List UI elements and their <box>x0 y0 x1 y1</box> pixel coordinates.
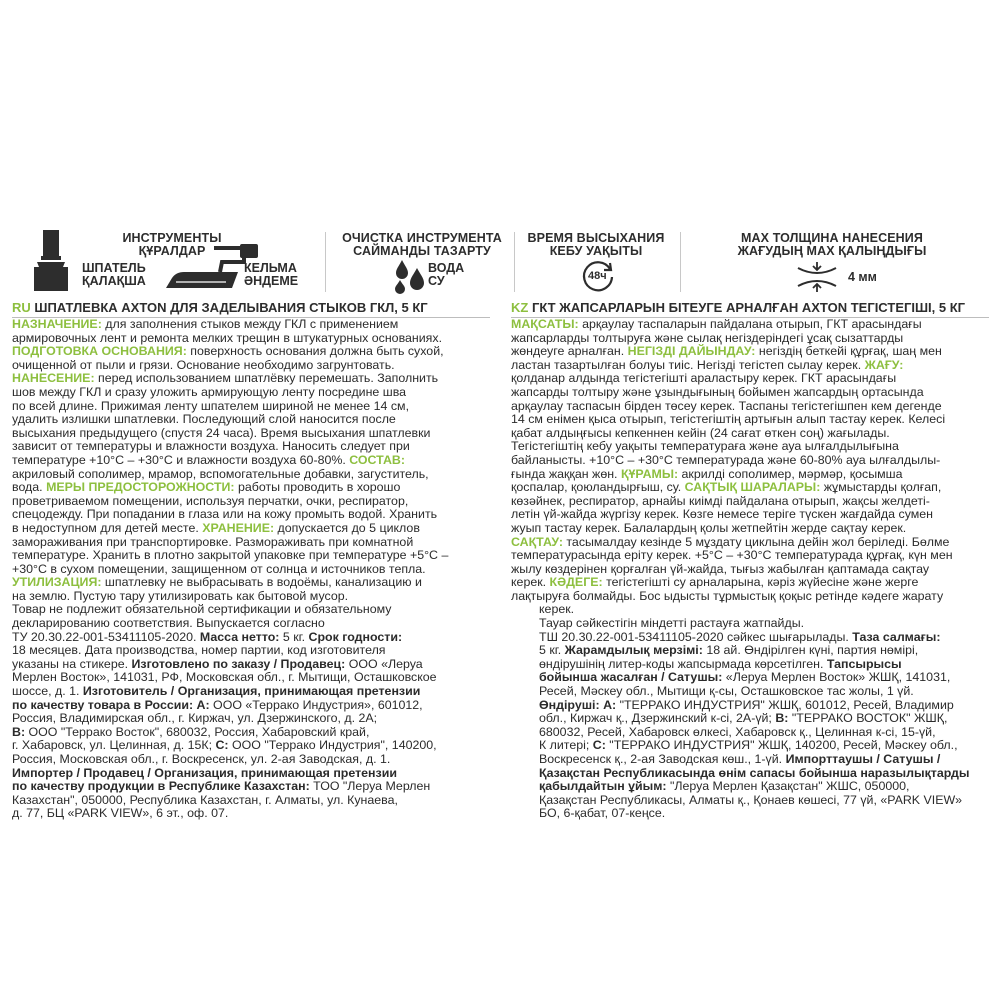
text-line: САҚТАУ: тасымалдау кезінде 5 мұздату цик… <box>511 534 950 549</box>
text-line: К литері; С: "ТЕРРАКО ИНДУСТРИЯ" ЖШҚ, 14… <box>539 738 958 753</box>
text-line: очищенной от пыли и грязи. Основание нео… <box>12 357 395 372</box>
drying-time-value: 48ч <box>588 270 607 282</box>
divider <box>680 232 681 292</box>
ru-title: RU ШПАТЛЕВКА AXTON ДЛЯ ЗАДЕЛЫВАНИЯ СТЫКО… <box>12 300 428 315</box>
text-line: температуре +10°С – +30°С и влажности во… <box>12 452 405 467</box>
text-line: высыхания предыдущего (спустя 24 часа). … <box>12 425 431 440</box>
text-line: 680032, Ресей, Хабаровск өлкесі, Хабаров… <box>539 724 936 739</box>
text-line: көзәйнек, респиратор, арнайы киімді пайд… <box>511 493 930 508</box>
text-line: қабылдайтын ұйым: "Леруа Мерлен Қазақста… <box>539 779 910 794</box>
text-line: температуре. Хранить в плотно закрытой у… <box>12 548 449 563</box>
text-line: байланысты. +10°С – +30°С температурада … <box>511 452 941 467</box>
text-line: шов между ГКЛ и сразу уложить армирующую… <box>12 384 407 399</box>
kz-title-rule <box>511 317 989 318</box>
text-line: г. Хабаровск, ул. Целинная, д. 15К; С: О… <box>12 738 437 753</box>
text-line: В: ООО "Террако Восток", 680032, Россия,… <box>12 724 370 739</box>
text-line: бойынша жасалған / Сатушы: «Леруа Мерлен… <box>539 670 951 685</box>
text-line: Товар не подлежит обязательной сертифика… <box>12 602 392 617</box>
text-line: ТШ 20.30.22-001-53411105-2020 сәйкес шығ… <box>539 629 941 644</box>
water-drops-icon <box>395 260 424 294</box>
kz-title: KZ ГКТ ЖАПСАРЛАРЫН БІТЕУГЕ АРНАЛҒАН AXTO… <box>511 300 966 315</box>
text-line: Қазақстан Республикасы, Алматы қ., Қонае… <box>539 792 963 807</box>
text-line: жылу көздерінен қорғалған үй-жайда, тығы… <box>511 561 930 576</box>
text-line: арқаулау таспасын бірден төсеу керек. Та… <box>511 398 942 413</box>
thickness-value: 4 мм <box>848 270 877 284</box>
divider <box>325 232 326 292</box>
text-line: на землю. Пустую тару утилизировать как … <box>12 588 349 603</box>
text-line: ТУ 20.30.22-001-53411105-2020. Масса нет… <box>12 629 403 644</box>
text-line: Казахстан", 050000, Республика Казахстан… <box>12 792 398 807</box>
text-line: НАНЕСЕНИЕ: перед использованием шпатлёвк… <box>12 371 439 386</box>
divider <box>514 232 515 292</box>
text-line: қолданар алдында тегістегішті араластыру… <box>511 371 897 386</box>
text-line: керек. КӘДЕГЕ: тегістегішті су арналарын… <box>511 575 919 590</box>
text-line: в недоступном для детей месте. ХРАНЕНИЕ:… <box>12 520 420 535</box>
text-line: по качеству продукции в Республике Казах… <box>12 779 431 794</box>
text-line: Ресей, Мәскеу обл., Мытищи қ-сы, Осташко… <box>539 684 914 699</box>
text-line: өндірушінің литер-коды жапсырмада көрсет… <box>539 656 902 671</box>
text-line: МАҚСАТЫ: арқаулау таспаларын пайдалана о… <box>511 317 922 331</box>
text-line: по всей длине. Прижимая ленту шпателем ш… <box>12 398 410 413</box>
thickness-icon <box>797 262 837 292</box>
text-line: летін үй-жайда жүргізу керек. Көзге неме… <box>511 507 934 522</box>
text-line: удалить излишки шпатлевки. Последующий с… <box>12 412 396 427</box>
text-line: Тауар сәйкестігін міндетті растауға жатп… <box>539 616 805 631</box>
text-line: проветриваемом помещении, используя перч… <box>12 493 409 508</box>
text-line: шоссе, д. 1. Изготовитель / Организация,… <box>12 684 421 699</box>
text-line: Россия, Московская обл., г. Воскресенск,… <box>12 752 391 766</box>
text-line: ғында жаққан жөн. ҚҰРАМЫ: акрилді сополи… <box>511 466 903 481</box>
ru-title-rule <box>12 317 490 318</box>
text-line: декларированию соответствия. Выпускается… <box>12 616 325 631</box>
text-line: Тегістегіштің кебу уақыты температураға … <box>511 439 899 454</box>
text-line: жапсарды толтыру және ұзындығының бойыме… <box>511 384 924 399</box>
text-line: замораживания при транспортировке. Размо… <box>12 534 414 549</box>
spatula-icon <box>34 230 68 291</box>
text-line: акриловый сополимер, мрамор, вспомогател… <box>12 466 429 481</box>
text-line: д. 77, БЦ «PARK VIEW», 6 эт., оф. 07. <box>12 806 229 821</box>
text-line: по качеству товара в России: А: ООО «Тер… <box>12 697 423 712</box>
text-line: указаны на стикере. Изготовлено по заказ… <box>12 656 423 671</box>
text-line: Қазақстан Республикасында өнім сапасы бо… <box>539 765 970 780</box>
text-line: керек. <box>539 602 575 617</box>
text-line: +30°С в сухом помещении, защищенном от с… <box>12 561 426 576</box>
text-line: 5 кг. Жарамдылық мерзімі: 18 ай. Өндіріл… <box>539 643 919 658</box>
text-line: Мерлен Восток», 141031, РФ, Московская о… <box>12 670 437 685</box>
text-line: жөндеуге арналған. НЕГІЗДІ ДАЙЫНДАУ: нег… <box>511 344 942 359</box>
text-line: қабат алдыңғысы кепкеннен кейін (24 саға… <box>511 425 890 440</box>
ru-text-column: НАЗНАЧЕНИЕ: для заполнения стыков между … <box>12 317 490 821</box>
text-line: жуып тастау керек. Балалардың қолы жетпе… <box>511 520 907 535</box>
text-line: НАЗНАЧЕНИЕ: для заполнения стыков между … <box>12 317 399 331</box>
text-line: Воскресенск қ., 2-ая Заводская көш., 1-ү… <box>539 752 941 766</box>
text-line: Импортер / Продавец / Организация, прини… <box>12 765 397 780</box>
text-line: жапсарларды толтыруға және сылақ негізде… <box>511 330 904 345</box>
text-line: вода. МЕРЫ ПРЕДОСТОРОЖНОСТИ: работы пров… <box>12 480 401 495</box>
trowel-icon <box>166 244 258 288</box>
text-line: қоспалар, қоюландырғыш, су. САҚТЫҚ ШАРАЛ… <box>511 480 942 495</box>
text-line: обл., Киржач қ., Дзержинский к-сі, 2А-үй… <box>539 711 948 726</box>
text-line: армировочных лент и ремонта мелких трещи… <box>12 330 443 345</box>
text-line: УТИЛИЗАЦИЯ: шпатлевку не выбрасывать в в… <box>12 575 422 590</box>
text-line: лақтыруға болмайды. Бос ыдысты тұрмыстық… <box>511 588 944 603</box>
text-line: спецодежду. При попадании в глаза или на… <box>12 507 438 522</box>
text-line: 14 см енімен қыса отырып, тегістегіштің … <box>511 412 946 427</box>
text-line: температурасында еріту керек. +5°С – +30… <box>511 548 953 563</box>
text-line: ластан тазартылған болуы тиіс. Негізді т… <box>511 357 904 372</box>
text-line: ПОДГОТОВКА ОСНОВАНИЯ: поверхность основа… <box>12 344 444 359</box>
text-line: Россия, Владимирская обл., г. Киржач, ул… <box>12 711 378 726</box>
text-line: 18 месяцев. Дата производства, номер пар… <box>12 643 386 658</box>
text-line: зависит от температуры и влажности возду… <box>12 439 410 454</box>
kz-text-column: МАҚСАТЫ: арқаулау таспаларын пайдалана о… <box>511 317 989 821</box>
text-line: БО, 6-қабат, 07-кеңсе. <box>539 806 666 821</box>
drying-time-icon <box>582 261 614 292</box>
text-line: Өндіруші: А: "ТЕРРАКО ИНДУСТРИЯ" ЖШҚ, 60… <box>539 697 954 712</box>
